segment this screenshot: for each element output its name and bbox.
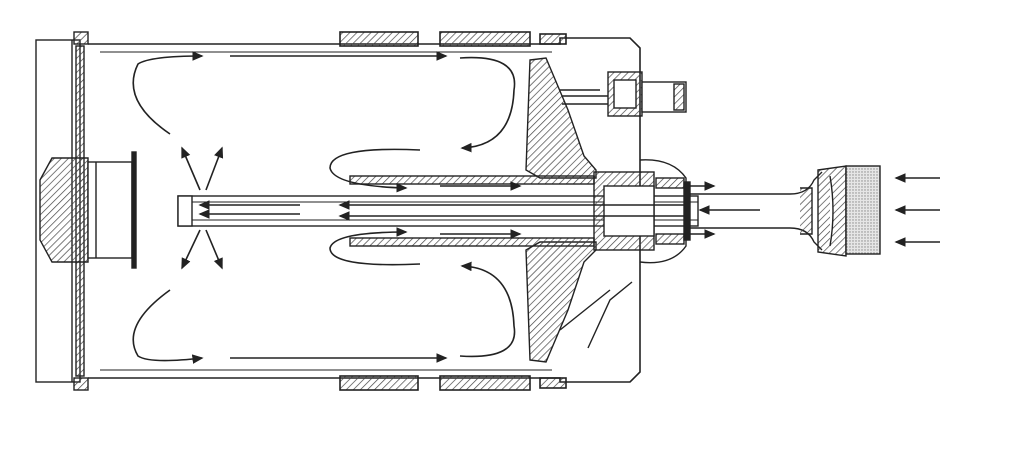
flow-arrow-upper-left-loop bbox=[132, 51, 204, 135]
flow-arrow-lower-left-loop bbox=[132, 289, 204, 364]
top-valve-fitting bbox=[562, 71, 687, 117]
flow-arrow-upper-right-loop bbox=[459, 56, 516, 153]
outer-shell bbox=[88, 31, 641, 391]
left-port-lip bbox=[131, 151, 137, 269]
spray-arrow-up-right bbox=[205, 146, 224, 191]
bottom-clamp bbox=[73, 377, 89, 391]
impeller-upper-blade bbox=[525, 57, 597, 179]
left-port-tube bbox=[87, 161, 133, 259]
impeller-lower-blade bbox=[525, 241, 597, 363]
shaft-end-cap bbox=[177, 195, 193, 227]
top-band-2 bbox=[439, 31, 531, 47]
top-band-3 bbox=[539, 33, 567, 45]
top-band-1 bbox=[339, 31, 419, 47]
lower-sleeve bbox=[349, 237, 595, 247]
inlet-assembly bbox=[690, 165, 881, 257]
flow-arrow-lower-right-loop bbox=[459, 261, 516, 358]
central-shaft bbox=[177, 159, 699, 264]
bottom-band-1 bbox=[339, 375, 419, 391]
spray-arrow-down-left bbox=[181, 229, 201, 270]
flow-arrows bbox=[132, 51, 760, 364]
left-window-housing bbox=[39, 157, 89, 263]
spray-arrow-up-left bbox=[181, 146, 201, 191]
flow-arrow-upper-inner bbox=[329, 148, 421, 193]
inlet-arrows bbox=[894, 173, 940, 247]
flow-arrow-lower-inner bbox=[329, 227, 421, 266]
bottom-band-3 bbox=[539, 377, 567, 389]
left-nozzle-assembly bbox=[39, 151, 137, 269]
top-clamp bbox=[73, 31, 89, 45]
bottom-band-2 bbox=[439, 375, 531, 391]
inlet-filter bbox=[845, 165, 881, 255]
spray-arrow-down-right bbox=[205, 229, 223, 270]
upper-sleeve bbox=[349, 175, 595, 185]
